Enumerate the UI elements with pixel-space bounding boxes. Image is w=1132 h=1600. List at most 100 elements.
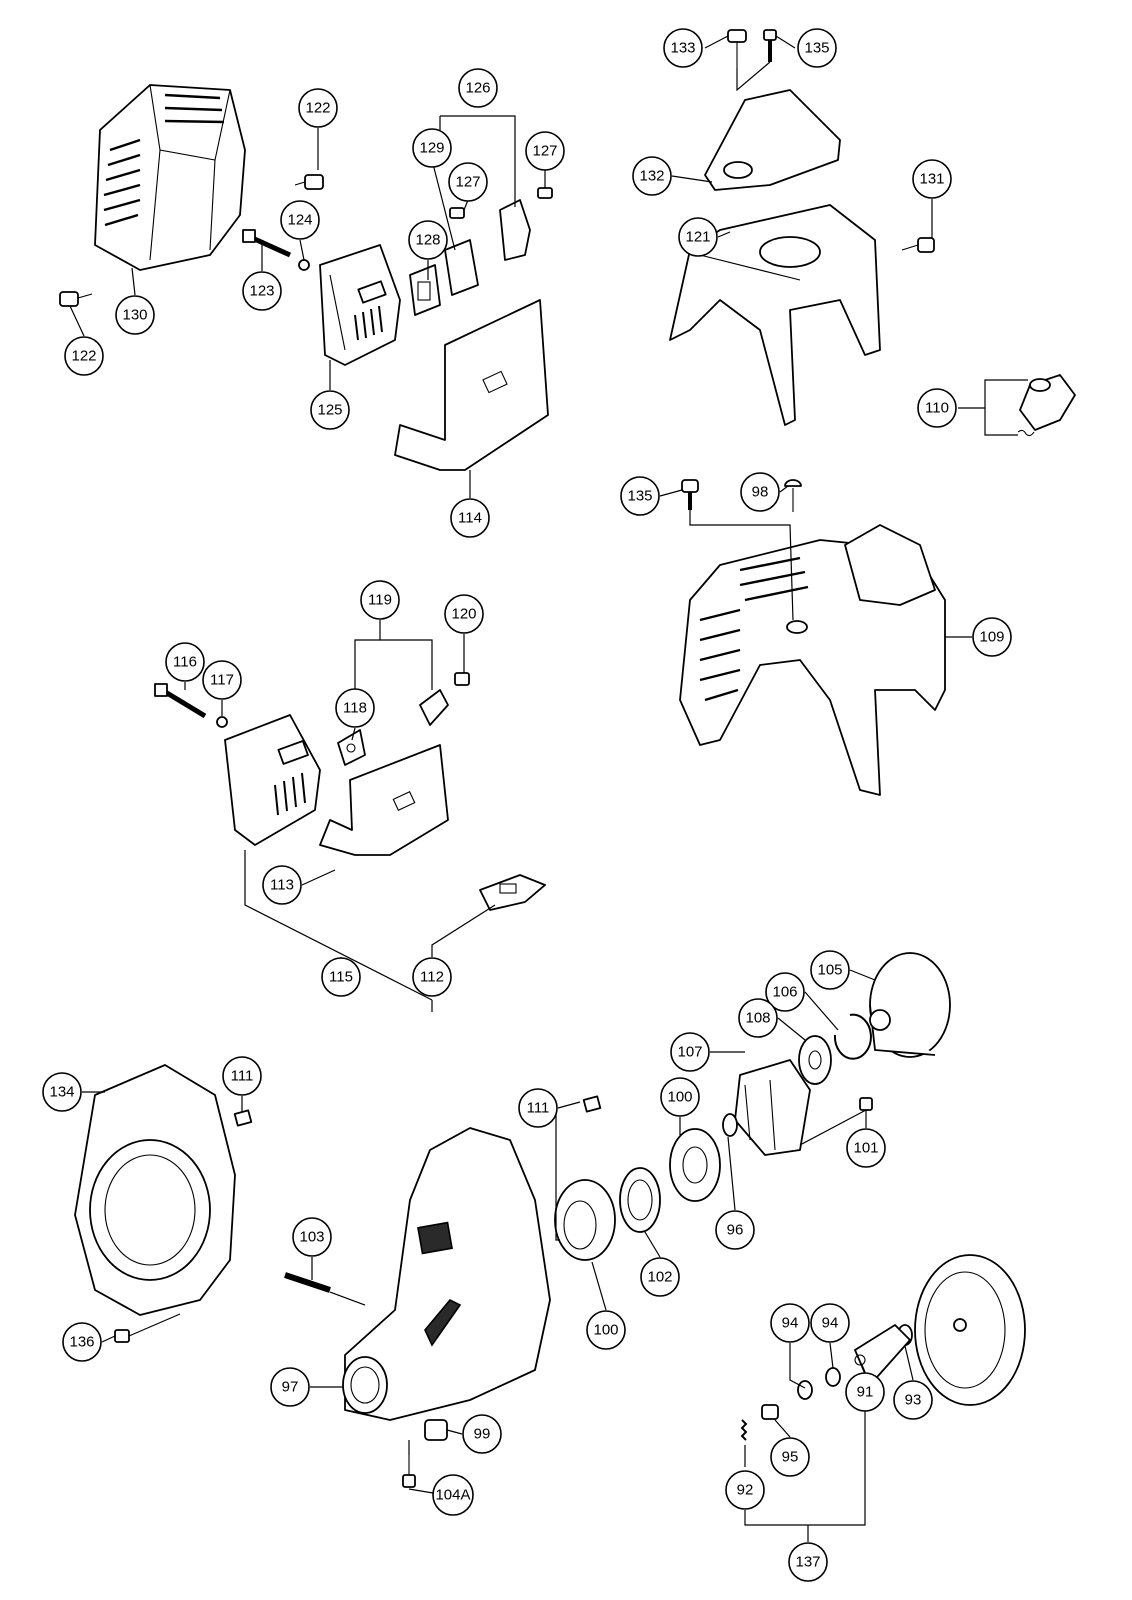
- callout-116[interactable]: 116: [165, 642, 205, 682]
- part-cap-99: [424, 1419, 448, 1441]
- callout-126[interactable]: 126: [458, 68, 498, 108]
- callout-95[interactable]: 95: [770, 1437, 810, 1477]
- svg-text:134: 134: [49, 1084, 74, 1101]
- callout-122-upper[interactable]: 122: [298, 88, 338, 128]
- callout-103[interactable]: 103: [292, 1217, 332, 1257]
- leader-lines: [69, 35, 1028, 1542]
- svg-text:94: 94: [822, 1315, 839, 1332]
- part-washer-117: [216, 716, 228, 728]
- svg-text:125: 125: [317, 402, 342, 419]
- callout-105[interactable]: 105: [810, 950, 850, 990]
- part-clutch-107: [734, 1059, 811, 1156]
- callout-109[interactable]: 109: [972, 617, 1012, 657]
- callout-123[interactable]: 123: [242, 271, 282, 311]
- callout-135-top[interactable]: 135: [797, 28, 837, 68]
- svg-text:122: 122: [71, 348, 96, 365]
- callout-117[interactable]: 117: [202, 660, 242, 700]
- callout-99[interactable]: 99: [462, 1414, 502, 1454]
- svg-text:127: 127: [455, 174, 480, 191]
- svg-text:135: 135: [627, 488, 652, 505]
- callout-94-b[interactable]: 94: [810, 1303, 850, 1343]
- callout-135-mid[interactable]: 135: [620, 476, 660, 516]
- part-screw-98: [784, 479, 802, 512]
- svg-text:101: 101: [853, 1140, 878, 1157]
- part-gasket-128: [409, 264, 441, 316]
- callout-125[interactable]: 125: [310, 390, 350, 430]
- svg-text:112: 112: [420, 969, 444, 986]
- part-bolt-103: [284, 1272, 331, 1293]
- svg-text:127: 127: [532, 143, 557, 160]
- part-bolt-123: [242, 229, 292, 258]
- callout-134[interactable]: 134: [42, 1072, 82, 1112]
- callout-131[interactable]: 131: [912, 159, 952, 199]
- callout-127-b[interactable]: 127: [525, 131, 565, 171]
- part-clutch-drum-105: [869, 952, 951, 1058]
- callout-100-bottom[interactable]: 100: [586, 1310, 626, 1350]
- svg-text:97: 97: [282, 1379, 299, 1396]
- callout-129[interactable]: 129: [412, 128, 452, 168]
- callout-107[interactable]: 107: [670, 1032, 710, 1072]
- callout-97[interactable]: 97: [270, 1367, 310, 1407]
- part-pulley-100-left: [554, 1179, 616, 1261]
- svg-text:95: 95: [782, 1449, 799, 1466]
- part-starter-case-97: [342, 1127, 551, 1421]
- svg-text:132: 132: [639, 168, 664, 185]
- svg-text:100: 100: [667, 1089, 692, 1106]
- callout-128[interactable]: 128: [408, 220, 448, 260]
- svg-text:110: 110: [925, 400, 949, 417]
- callout-121[interactable]: 121: [678, 217, 718, 257]
- callout-100-top[interactable]: 100: [660, 1077, 700, 1117]
- part-plug-cap-110: [1017, 374, 1076, 437]
- svg-text:126: 126: [465, 80, 490, 97]
- part-heat-shield-113: [319, 744, 449, 856]
- callout-102[interactable]: 102: [640, 1257, 680, 1297]
- callout-111-left[interactable]: 111: [222, 1056, 262, 1096]
- callout-111-right[interactable]: 111: [518, 1088, 558, 1128]
- part-screw-133: [727, 29, 747, 68]
- callout-106[interactable]: 106: [765, 972, 805, 1012]
- svg-text:102: 102: [647, 1269, 672, 1286]
- callout-137[interactable]: 137: [788, 1542, 828, 1582]
- callout-119[interactable]: 119: [360, 580, 400, 620]
- callout-136[interactable]: 136: [62, 1322, 102, 1362]
- svg-text:121: 121: [685, 229, 710, 246]
- part-plate-119: [419, 689, 449, 726]
- svg-text:98: 98: [752, 484, 769, 501]
- callout-112[interactable]: 112: [412, 957, 452, 997]
- callout-120[interactable]: 120: [444, 594, 484, 634]
- callout-104a[interactable]: 104A: [432, 1474, 474, 1516]
- svg-text:131: 131: [919, 171, 944, 188]
- part-snap-ring-106: [833, 1013, 872, 1060]
- callout-96[interactable]: 96: [715, 1210, 755, 1250]
- callout-93[interactable]: 93: [893, 1380, 933, 1420]
- part-screw-104a: [402, 1455, 416, 1488]
- callout-110[interactable]: 110: [917, 388, 957, 428]
- svg-text:114: 114: [458, 510, 482, 527]
- part-top-guard-132: [704, 89, 841, 191]
- callout-113[interactable]: 113: [262, 865, 302, 905]
- callout-101[interactable]: 101: [846, 1128, 886, 1168]
- callout-132[interactable]: 132: [632, 156, 672, 196]
- callout-130[interactable]: 130: [115, 295, 155, 335]
- svg-text:124: 124: [287, 212, 312, 229]
- svg-text:96: 96: [727, 1222, 744, 1239]
- callout-108[interactable]: 108: [738, 998, 778, 1038]
- callout-115[interactable]: 115: [321, 957, 361, 997]
- part-flywheel: [914, 1254, 1026, 1406]
- part-washer-108: [798, 1035, 832, 1085]
- part-engine-cover-109: [679, 524, 946, 796]
- callout-114[interactable]: 114: [450, 498, 490, 538]
- part-screw-136: [114, 1313, 181, 1343]
- callout-91[interactable]: 91: [845, 1372, 885, 1412]
- callout-92[interactable]: 92: [725, 1470, 765, 1510]
- callout-118[interactable]: 118: [335, 688, 375, 728]
- callout-122-lower[interactable]: 122: [64, 336, 104, 376]
- callout-133[interactable]: 133: [663, 28, 703, 68]
- callout-127-a[interactable]: 127: [448, 162, 488, 202]
- part-screw-101: [859, 1097, 873, 1111]
- callout-94-a[interactable]: 94: [770, 1303, 810, 1343]
- part-screw-135-top: [763, 29, 777, 62]
- callout-98[interactable]: 98: [740, 472, 780, 512]
- callout-124[interactable]: 124: [280, 200, 320, 240]
- svg-text:108: 108: [745, 1010, 770, 1027]
